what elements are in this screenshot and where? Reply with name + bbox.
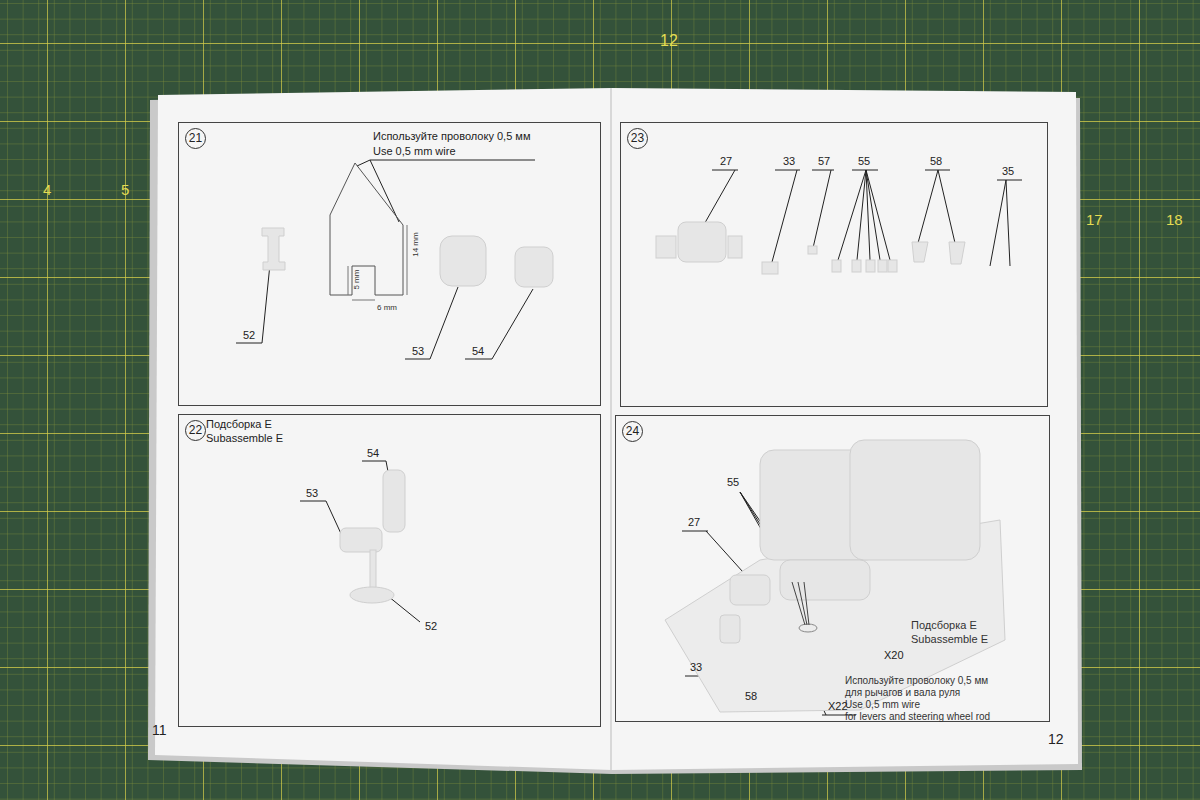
step-number: 24 — [622, 421, 643, 442]
note-text: Используйте проволоку 0,5 мм — [373, 130, 530, 143]
callout-number: X22 — [828, 700, 848, 713]
callout-number: 57 — [818, 155, 830, 168]
step-number: 22 — [185, 420, 206, 441]
subassembly-heading: Подсборка E Subassemble E — [206, 417, 292, 445]
ruler-number: 4 — [43, 181, 51, 198]
step-number: 23 — [627, 128, 648, 149]
dimension: 5 mm — [352, 270, 361, 290]
step-panel: 23 — [620, 122, 1048, 407]
step-panel: 21 — [178, 122, 601, 406]
ruler-number: 12 — [660, 32, 678, 50]
callout-number: 52 — [243, 329, 255, 342]
step-number: 21 — [185, 128, 206, 149]
note-text: for levers and steering wheel rod — [845, 711, 990, 723]
callout-number: 54 — [472, 345, 484, 358]
ruler-number: 17 — [1086, 211, 1103, 228]
ruler-number: 18 — [1166, 211, 1183, 228]
callout-number: 53 — [412, 345, 424, 358]
note-text: Use 0,5 mm wire — [373, 145, 456, 158]
callout-number: X20 — [884, 649, 904, 662]
page-number: 12 — [1048, 731, 1064, 747]
dimension: 14 mm — [410, 233, 419, 257]
note-text: для рычагов и вала руля — [845, 687, 960, 699]
callout-number: 54 — [367, 447, 379, 460]
callout-number: 35 — [1002, 165, 1014, 178]
note-text: Subassemble E — [911, 633, 988, 646]
callout-number: 55 — [727, 476, 739, 489]
callout-number: 58 — [930, 155, 942, 168]
note-text: Подсборка E — [911, 619, 977, 632]
note-text: Use 0,5 mm wire — [845, 699, 920, 711]
callout-number: 33 — [690, 661, 702, 674]
step-panel: 22Подсборка E Subassemble E — [178, 414, 601, 727]
callout-number: 52 — [425, 620, 437, 633]
callout-number: 33 — [783, 155, 795, 168]
callout-number: 27 — [688, 516, 700, 529]
ruler-number: 5 — [121, 181, 129, 198]
callout-number: 55 — [858, 155, 870, 168]
callout-number: 27 — [720, 155, 732, 168]
note-text: Используйте проволоку 0,5 мм — [845, 675, 988, 687]
dimension: 6 mm — [377, 303, 397, 312]
callout-number: 58 — [745, 690, 757, 703]
callout-number: 53 — [306, 487, 318, 500]
page-number: 11 — [152, 722, 167, 738]
